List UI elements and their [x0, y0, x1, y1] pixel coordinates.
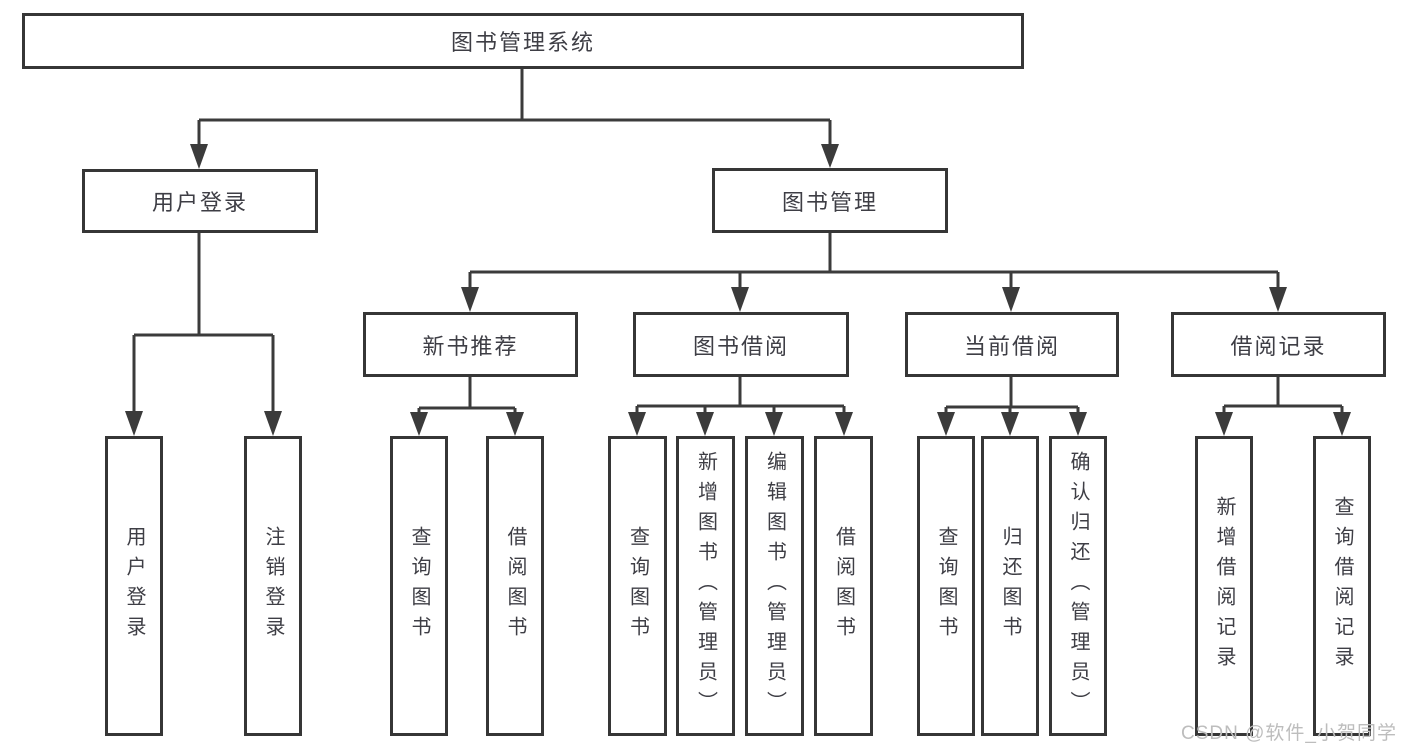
leaf-newbooks-borrow: 借阅图书: [486, 436, 544, 736]
leaf-borrow-borrow-label: 借阅图书: [832, 526, 855, 646]
node-book-borrow: 图书借阅: [633, 312, 849, 377]
leaf-user-login: 用户登录: [105, 436, 163, 736]
connector-new-books-to-leaves: [410, 376, 524, 436]
leaf-logout: 注销登录: [244, 436, 302, 736]
leaf-records-add: 新增借阅记录: [1195, 436, 1253, 736]
leaf-borrow-edit: 编辑图书（管理员）: [745, 436, 804, 736]
connector-book-mgmt-to-level3: [461, 233, 1287, 312]
leaf-current-confirm: 确认归还（管理员）: [1049, 436, 1107, 736]
leaf-borrow-borrow: 借阅图书: [814, 436, 873, 736]
leaf-borrow-add-label: 新增图书（管理员）: [694, 451, 717, 721]
node-current-borrow: 当前借阅: [905, 312, 1119, 377]
connector-borrow-records-to-leaves: [1215, 376, 1351, 436]
leaf-records-query-label: 查询借阅记录: [1331, 496, 1353, 676]
leaf-user-login-label: 用户登录: [123, 526, 145, 646]
leaf-newbooks-query: 查询图书: [390, 436, 448, 736]
node-borrow-records: 借阅记录: [1171, 312, 1386, 377]
leaf-borrow-add: 新增图书（管理员）: [676, 436, 735, 736]
leaf-borrow-edit-label: 编辑图书（管理员）: [763, 451, 786, 721]
leaf-records-add-label: 新增借阅记录: [1213, 496, 1235, 676]
leaf-current-confirm-label: 确认归还（管理员）: [1067, 451, 1089, 721]
connector-current-borrow-to-leaves: [937, 376, 1087, 436]
leaf-current-query: 查询图书: [917, 436, 975, 736]
csdn-watermark: CSDN @软件_小贺同学: [1181, 723, 1397, 744]
leaf-current-return-label: 归还图书: [999, 526, 1021, 646]
connector-user-login-to-leaves: [125, 233, 282, 436]
connector-root-to-level2: [190, 69, 839, 169]
leaf-current-return: 归还图书: [981, 436, 1039, 736]
leaf-borrow-query-label: 查询图书: [626, 526, 649, 646]
leaf-logout-label: 注销登录: [262, 526, 284, 646]
leaf-borrow-query: 查询图书: [608, 436, 667, 736]
leaf-newbooks-borrow-label: 借阅图书: [504, 526, 526, 646]
leaf-records-query: 查询借阅记录: [1313, 436, 1371, 736]
node-user-login: 用户登录: [82, 169, 318, 233]
node-root: 图书管理系统: [22, 13, 1024, 69]
connector-book-borrow-to-leaves: [628, 377, 853, 436]
leaf-current-query-label: 查询图书: [935, 526, 957, 646]
node-new-books: 新书推荐: [363, 312, 578, 377]
node-book-mgmt: 图书管理: [712, 168, 948, 233]
leaf-newbooks-query-label: 查询图书: [408, 526, 430, 646]
